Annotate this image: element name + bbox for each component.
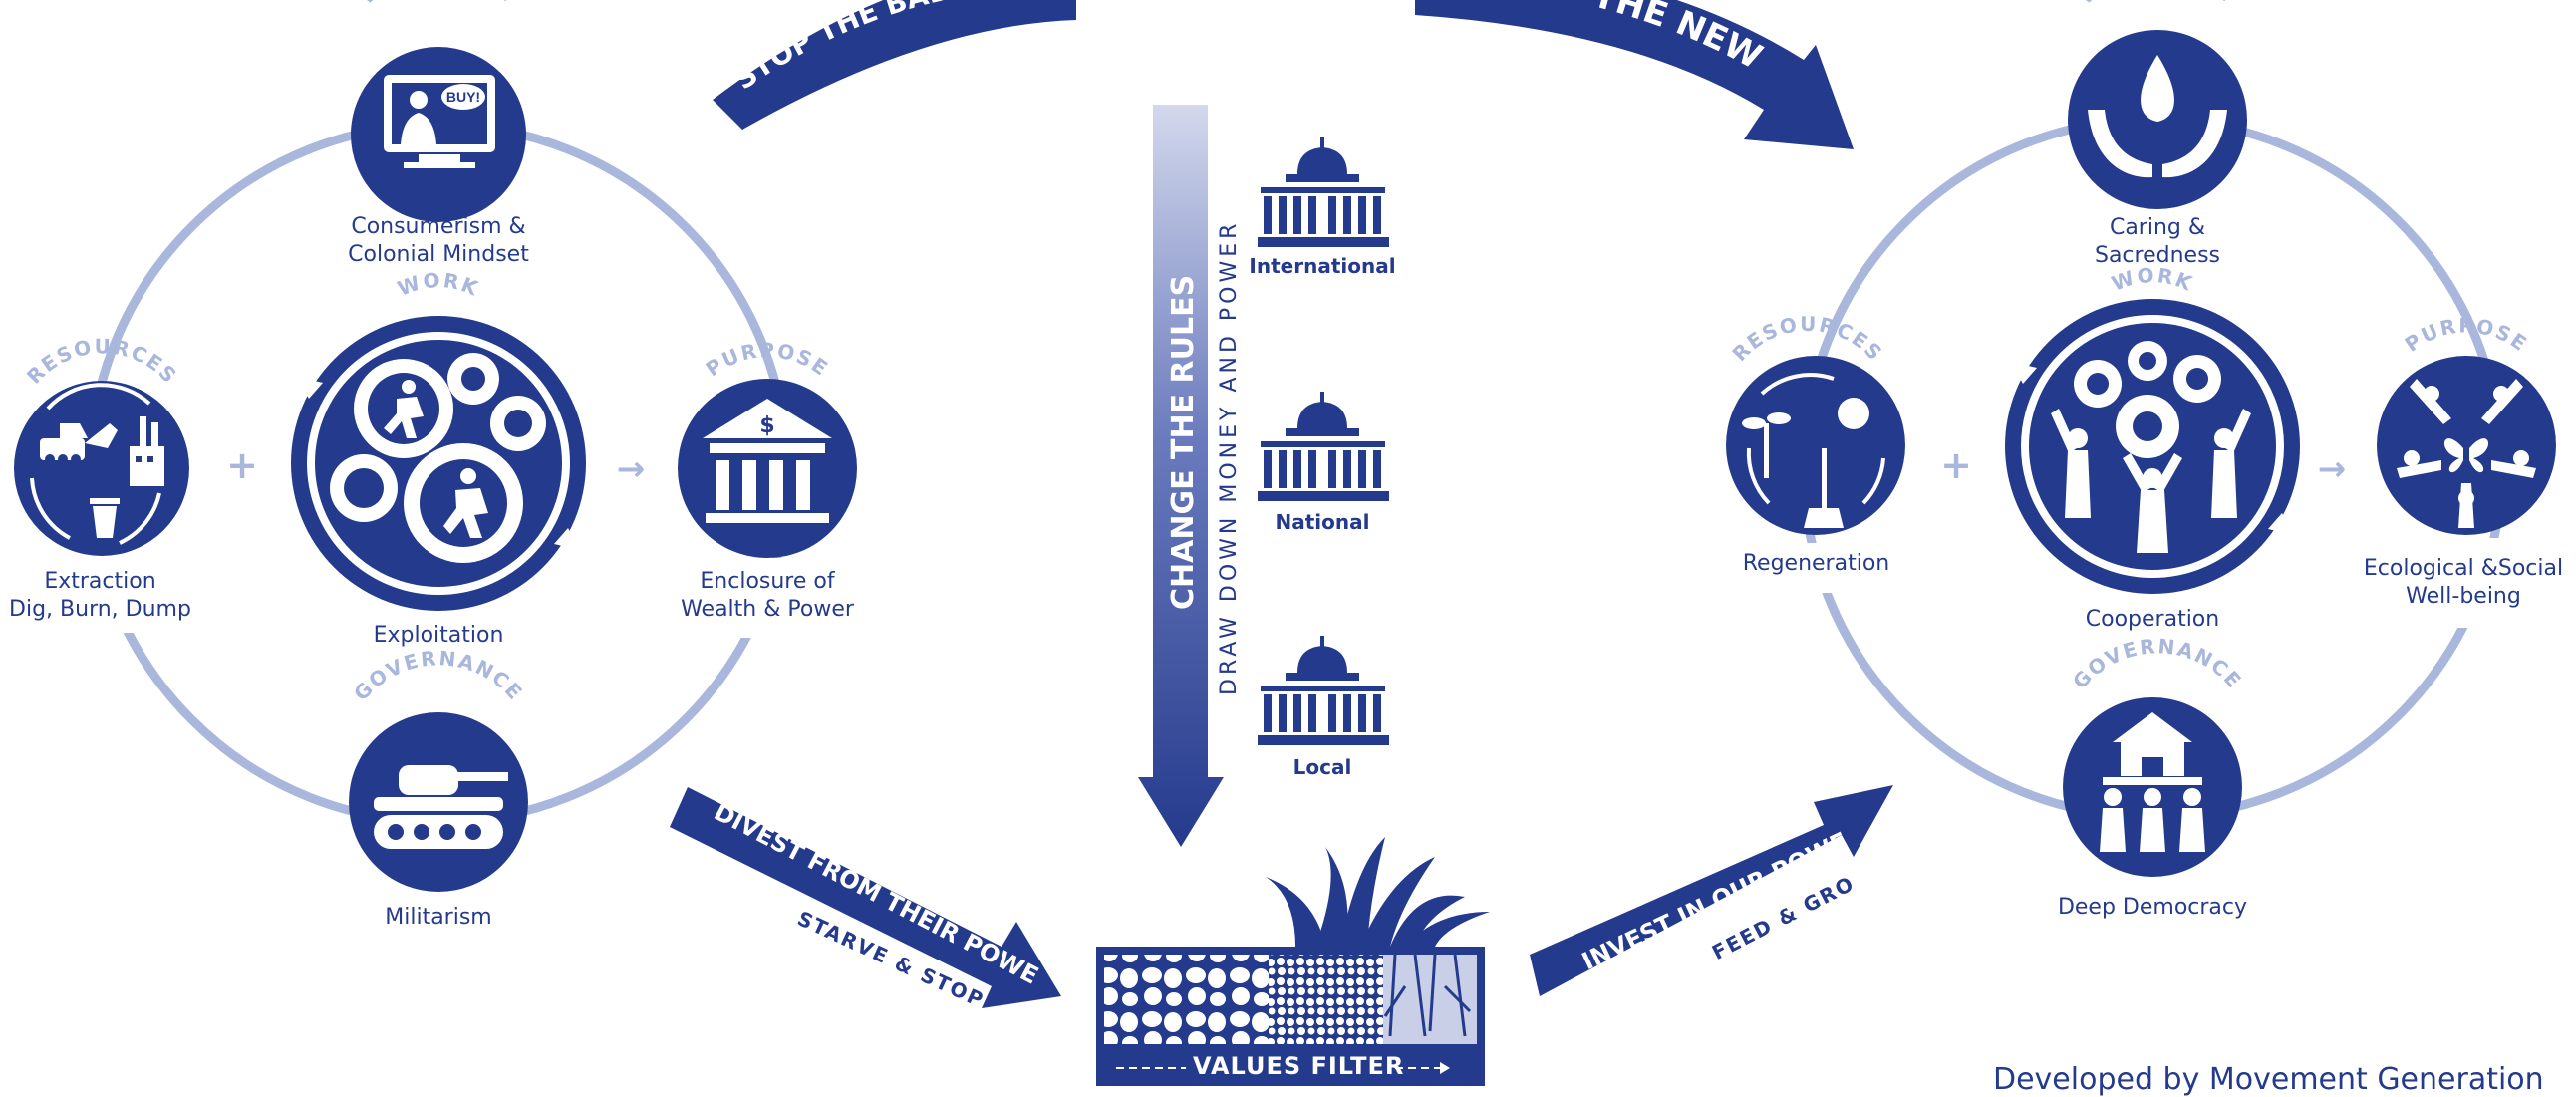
- change-the-rules-arrow: CHANGE THE RULES DRAW DOWN MONEY AND POW…: [1138, 105, 1242, 847]
- left-worldview-category: WORLDVIEW: [355, 0, 522, 9]
- left-purpose-label: Enclosure of Wealth & Power: [681, 569, 854, 622]
- left-resources-label: Extraction Dig, Burn, Dump: [9, 569, 191, 622]
- invest-arrow: INVEST IN OUR POWER FEED & GROW: [0, 0, 1893, 996]
- right-worldview-category: WORLDVIEW: [2074, 0, 2241, 9]
- people-butterfly-icon: [2377, 356, 2556, 535]
- level-national-label: National: [1275, 510, 1370, 534]
- left-cycle: BUY! WORLDVIEW WORK: [0, 0, 867, 937]
- right-governance-label: Deep Democracy: [2057, 895, 2248, 920]
- right-resources-label: Regeneration: [1742, 551, 1890, 576]
- right-purpose-category: PURPOSE: [2401, 313, 2533, 356]
- draw-down-label: DRAW DOWN MONEY AND POWER: [1217, 220, 1242, 695]
- change-the-rules-label: CHANGE THE RULES: [1166, 275, 1201, 610]
- soil-filter-grass-icon: [1096, 837, 1490, 1086]
- feed-grow-label: FEED & GROW: [0, 0, 1857, 964]
- capitol-building-icon: [1258, 137, 1389, 247]
- right-arrow-sign: →: [2318, 449, 2347, 489]
- left-governance-label: Militarism: [385, 905, 492, 930]
- level-local-label: Local: [1292, 755, 1352, 779]
- invest-label: INVEST IN OUR POWER: [0, 0, 1852, 975]
- level-international-label: International: [1249, 254, 1396, 278]
- right-work-label: Cooperation: [2085, 607, 2220, 632]
- values-filter-label: VALUES FILTER: [1193, 1052, 1405, 1080]
- stop-the-bad-arrow: STOP THE BAD SOLUTIONS: [713, 0, 1076, 130]
- build-the-new-arrow: BUILD THE NEW TRANSITIONAL: [1415, 0, 1854, 149]
- left-work-label: Exploitation: [373, 623, 504, 648]
- left-purpose-category: PURPOSE: [702, 338, 834, 381]
- bubble-text: BUY!: [446, 89, 480, 105]
- credit-text: Developed by Movement Generation: [1993, 1062, 2544, 1097]
- right-cycle: WORLDVIEW WORK RESOURCE: [1724, 0, 2566, 937]
- right-purpose-label: Ecological &Social Well-being: [2363, 556, 2564, 609]
- capitol-building-icon: [1258, 636, 1389, 745]
- svg-text:$: $: [759, 413, 774, 438]
- left-worldview-label: Consumerism & Colonial Mindset: [348, 214, 529, 267]
- capitol-building-icon: [1258, 392, 1389, 501]
- right-worldview-label: Caring & Sacredness: [2094, 215, 2220, 268]
- left-plus-sign: +: [226, 443, 258, 487]
- left-arrow-sign: →: [617, 449, 646, 489]
- right-plus-sign: +: [1940, 443, 1972, 487]
